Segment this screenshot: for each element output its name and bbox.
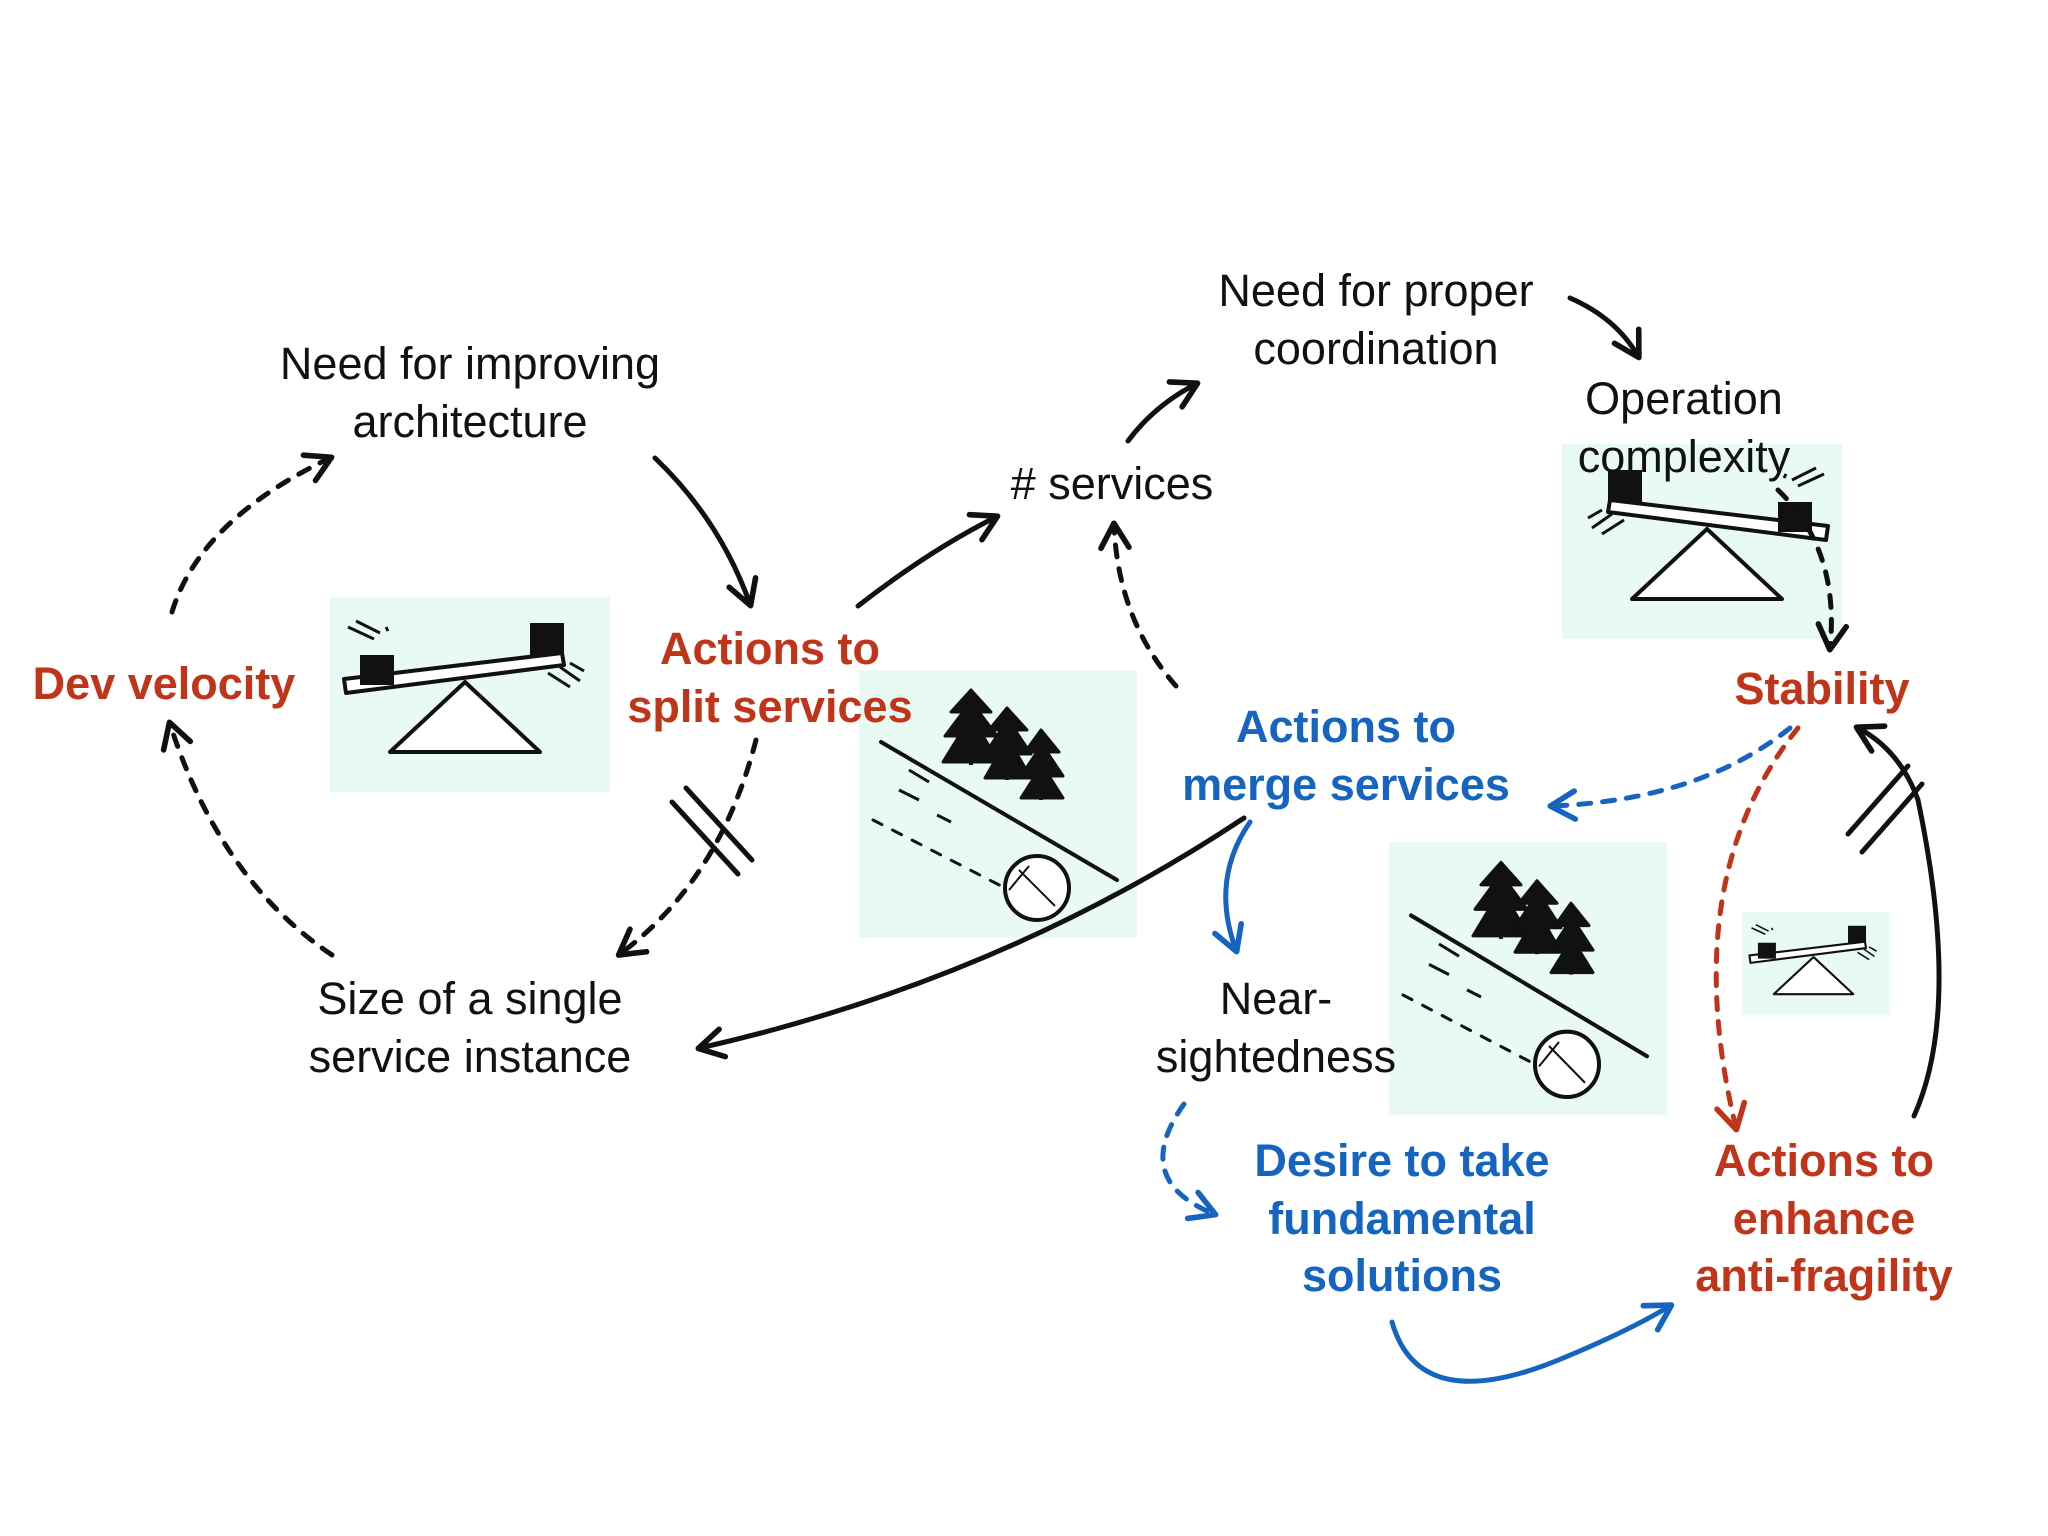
arrow-size-to-velocity (160, 719, 335, 958)
arrow-antifragility-to-stability (1853, 723, 1942, 1119)
node-dev-velocity: Dev velocity (32, 658, 296, 709)
delay-mark (669, 785, 755, 877)
seesaw-balance-icon (1740, 910, 1892, 1017)
arrow-merge-to-services (1098, 520, 1179, 689)
arrow-merge-to-size (695, 815, 1247, 1060)
node-actions-anti-fragility: Actions to enhance anti-fragility (1695, 1135, 1953, 1302)
node-stability: Stability (1734, 663, 1910, 714)
arrow-desire-to-antifragility (1389, 1302, 1675, 1384)
node-need-improving-architecture: Need for improving architecture (279, 338, 661, 447)
arrow-split-to-size (615, 737, 759, 958)
arrow-complexity-to-stability (1775, 487, 1850, 653)
arrow-nearsightedness-to-desire (1160, 1101, 1219, 1222)
node-size-single-service: Size of a single service instance (308, 973, 632, 1082)
arrow-stability-to-antifragility (1713, 725, 1801, 1133)
node-desire-fundamental-solutions: Desire to take fundamental solutions (1254, 1135, 1550, 1302)
arrow-velocity-to-architecture (169, 452, 335, 615)
node-near-sightedness: Near- sightedness (1155, 973, 1397, 1082)
snowball-rolling-downhill-icon (1389, 842, 1667, 1115)
arrow-merge-to-nearsightedness (1212, 819, 1253, 955)
node-num-services: # services (1010, 458, 1214, 509)
delay-mark (1845, 763, 1925, 855)
arrow-services-to-coordination (1125, 379, 1201, 444)
arrow-split-to-services (855, 511, 1001, 609)
seesaw-balance-icon (328, 595, 612, 794)
arrow-stability-to-merge (1547, 725, 1793, 822)
arrow-coordination-to-complexity (1567, 295, 1642, 361)
node-operation-complexity: Operation complexity (1577, 373, 1791, 482)
node-actions-merge-services: Actions to merge services (1182, 701, 1510, 810)
node-need-proper-coordination: Need for proper coordination (1218, 265, 1534, 374)
node-actions-split-services: Actions to split services (627, 623, 913, 732)
arrow-architecture-to-split (652, 455, 759, 609)
